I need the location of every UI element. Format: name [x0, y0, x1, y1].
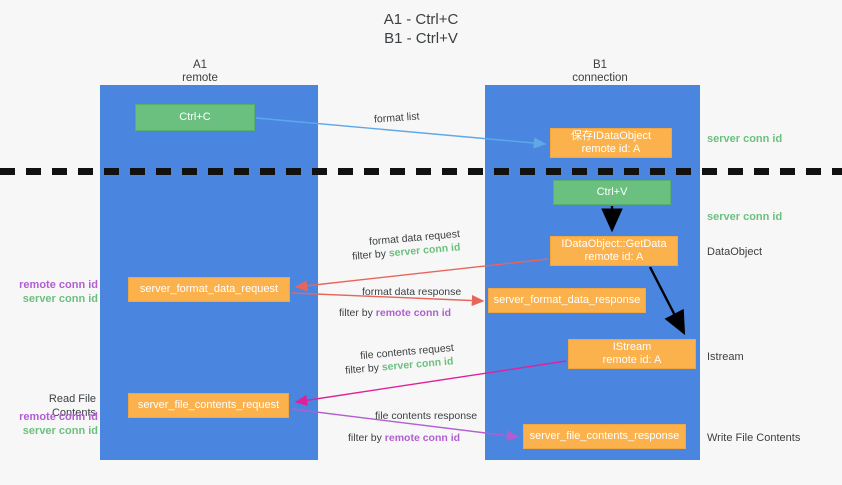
annotation-server-conn-id-1: server conn id: [22, 293, 98, 305]
annotation-remote-conn-id-2: remote conn id: [19, 411, 98, 423]
filter-prefix: filter by: [348, 432, 385, 444]
edge-format-data-response: [291, 292, 485, 307]
node-istream[interactable]: IStream remote id: A: [568, 339, 696, 369]
node-server-file-contents-request[interactable]: server_file_contents_request: [128, 393, 289, 418]
node-ctrl-c[interactable]: Ctrl+C: [135, 104, 255, 131]
annotation-server-conn-id-2: server conn id: [22, 425, 98, 437]
annotation-read-file-contents: Read File Contents: [48, 393, 96, 419]
edge-file-contents-response: [291, 408, 520, 442]
edge-format-data-request: [294, 258, 549, 292]
annotation-istream: Istream: [707, 351, 744, 363]
node-server-file-contents-response-label: server_file_contents_response: [529, 430, 680, 442]
filter-prefix: filter by: [344, 361, 383, 377]
node-idataobject-getdata-text: IDataObject::GetData remote id: A: [557, 238, 670, 264]
node-server-format-data-request-label: server_format_data_request: [139, 283, 279, 295]
edge-label-file-contents-response: file contents response: [375, 410, 478, 422]
node-server-file-contents-request-label: server_file_contents_request: [137, 399, 280, 411]
node-istream-line1: IStream: [612, 341, 652, 353]
annotation-left-conn-ids-1: remote conn id server conn id: [8, 278, 98, 306]
edge-file-contents-request: [294, 360, 567, 406]
filter-key-remote-conn-id: remote conn id: [384, 432, 461, 444]
edge-label-file-contents-response-filter: filter by remote conn id: [348, 431, 460, 445]
lane-a1-sub: remote: [182, 72, 218, 84]
annotation-remote-conn-id-1: remote conn id: [19, 279, 98, 291]
annotation-server-conn-id-top: server conn id: [707, 133, 783, 145]
lane-a1-header: A1 remote: [140, 59, 260, 85]
node-server-file-contents-response[interactable]: server_file_contents_response: [523, 424, 686, 449]
edge-label-format-data-response-filter: filter by remote conn id: [339, 306, 451, 320]
annotation-server-conn-id-mid: server conn id: [707, 211, 783, 223]
node-ctrl-v-label: Ctrl+V: [596, 186, 628, 198]
node-save-idataobject-line1: 保存IDataObject: [570, 130, 652, 142]
node-idataobject-getdata-line1: IDataObject::GetData: [561, 238, 667, 250]
filter-prefix: filter by: [351, 247, 390, 263]
node-ctrl-v[interactable]: Ctrl+V: [553, 180, 671, 205]
annotation-write-file-contents: Write File Contents: [707, 432, 801, 444]
node-idataobject-getdata-line2: remote id: A: [584, 251, 644, 263]
edge-label-format-data-response: format data response: [362, 286, 462, 298]
lane-b1-sub: connection: [572, 72, 628, 84]
edge-format-list: [255, 117, 547, 149]
node-istream-text: IStream remote id: A: [599, 341, 666, 367]
node-istream-line2: remote id: A: [602, 354, 662, 366]
title-line-1: A1 - Ctrl+C: [383, 11, 459, 28]
node-idataobject-getdata[interactable]: IDataObject::GetData remote id: A: [550, 236, 678, 266]
annotation-dataobject: DataObject: [707, 246, 763, 258]
filter-key-remote-conn-id: remote conn id: [375, 307, 452, 319]
node-server-format-data-request[interactable]: server_format_data_request: [128, 277, 290, 302]
dashed-separator: [0, 168, 842, 175]
edge-getdata-to-istream: [648, 266, 686, 336]
node-server-format-data-response-label: server_format_data_response: [493, 294, 641, 306]
lane-b1-header: B1 connection: [540, 59, 660, 85]
title-line-2: B1 - Ctrl+V: [384, 30, 458, 47]
annotation-left-conn-ids-2: remote conn id server conn id: [8, 410, 98, 438]
lane-b1-name: B1: [592, 59, 608, 71]
node-ctrl-c-label: Ctrl+C: [179, 111, 211, 123]
lane-a1-name: A1: [192, 59, 208, 71]
node-save-idataobject-text: 保存IDataObject remote id: A: [567, 130, 655, 156]
filter-prefix: filter by: [339, 307, 376, 319]
node-save-idataobject[interactable]: 保存IDataObject remote id: A: [550, 128, 672, 158]
node-server-format-data-response[interactable]: server_format_data_response: [488, 288, 646, 313]
node-save-idataobject-line2: remote id: A: [581, 143, 641, 155]
diagram-title: A1 - Ctrl+C B1 - Ctrl+V: [0, 10, 842, 48]
